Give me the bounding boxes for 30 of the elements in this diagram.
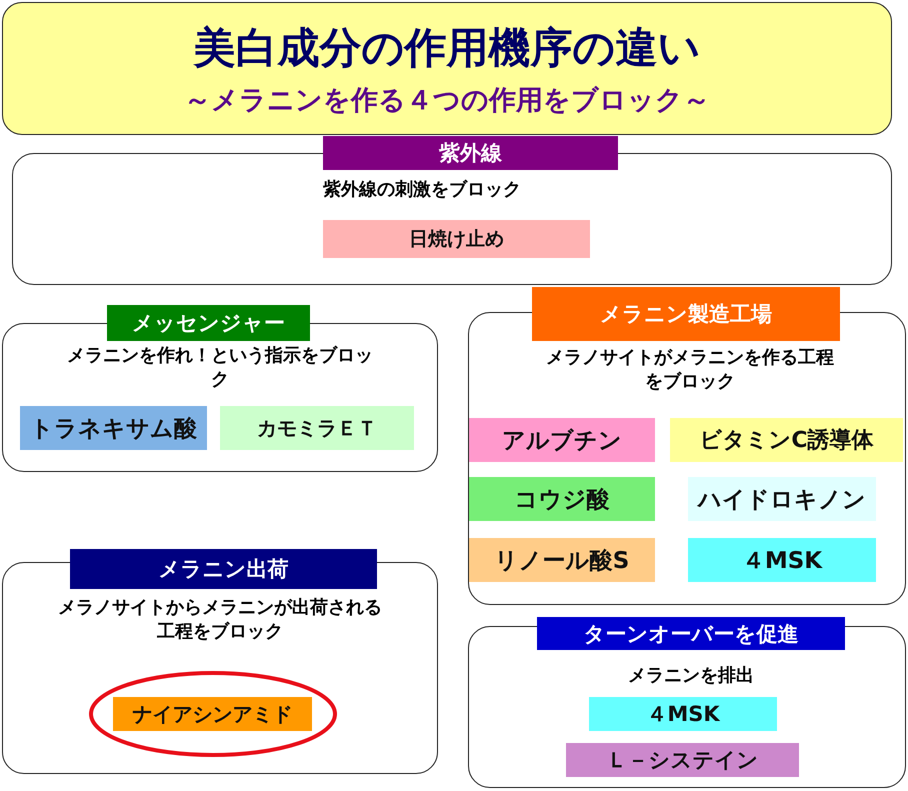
- ingredient-label: リノール酸S: [469, 538, 655, 582]
- ingredient-label: Ｌ－システイン: [566, 743, 799, 777]
- panel-card: [468, 617, 906, 788]
- ingredient-label: ビタミンC誘導体: [670, 418, 903, 462]
- ingredient-label: 日焼け止め: [323, 220, 590, 258]
- description-text: メラノサイトがメラニンを作る工程をブロック: [545, 346, 835, 394]
- description-text: 紫外線の刺激をブロック: [323, 178, 522, 202]
- ingredient-label: ナイアシンアミド: [113, 697, 312, 731]
- ingredient-label: コウジ酸: [469, 477, 655, 521]
- panel-card: [468, 287, 906, 605]
- header-band: メラニン出荷: [70, 549, 377, 589]
- description-text: メラノサイトからメラニンが出荷される工程をブロック: [57, 596, 383, 644]
- ingredient-label: アルブチン: [469, 418, 655, 462]
- ingredient-label: ハイドロキノン: [688, 477, 876, 521]
- panel-card: [2, 549, 438, 774]
- subtitle-text: ～メラニンを作る４つの作用をブロック～: [184, 84, 710, 118]
- panel-card: [12, 136, 892, 285]
- header-band: メラニン製造工場: [532, 287, 840, 341]
- description-text: メラニンを作れ！という指示をブロック: [66, 344, 374, 392]
- header-band: メッセンジャー: [107, 305, 310, 341]
- title-banner: [2, 2, 892, 135]
- title-text: 美白成分の作用機序の違い: [194, 22, 700, 74]
- header-band: 紫外線: [323, 136, 618, 170]
- ingredient-label: トラネキサム酸: [20, 406, 207, 450]
- description-text: メラニンを排出: [627, 664, 755, 688]
- header-band: ターンオーバーを促進: [537, 617, 845, 650]
- ingredient-label: カモミラＥＴ: [220, 406, 414, 450]
- ingredient-label: ４MSK: [589, 697, 777, 731]
- ingredient-label: ４MSK: [688, 538, 876, 582]
- panel-card: [2, 305, 438, 472]
